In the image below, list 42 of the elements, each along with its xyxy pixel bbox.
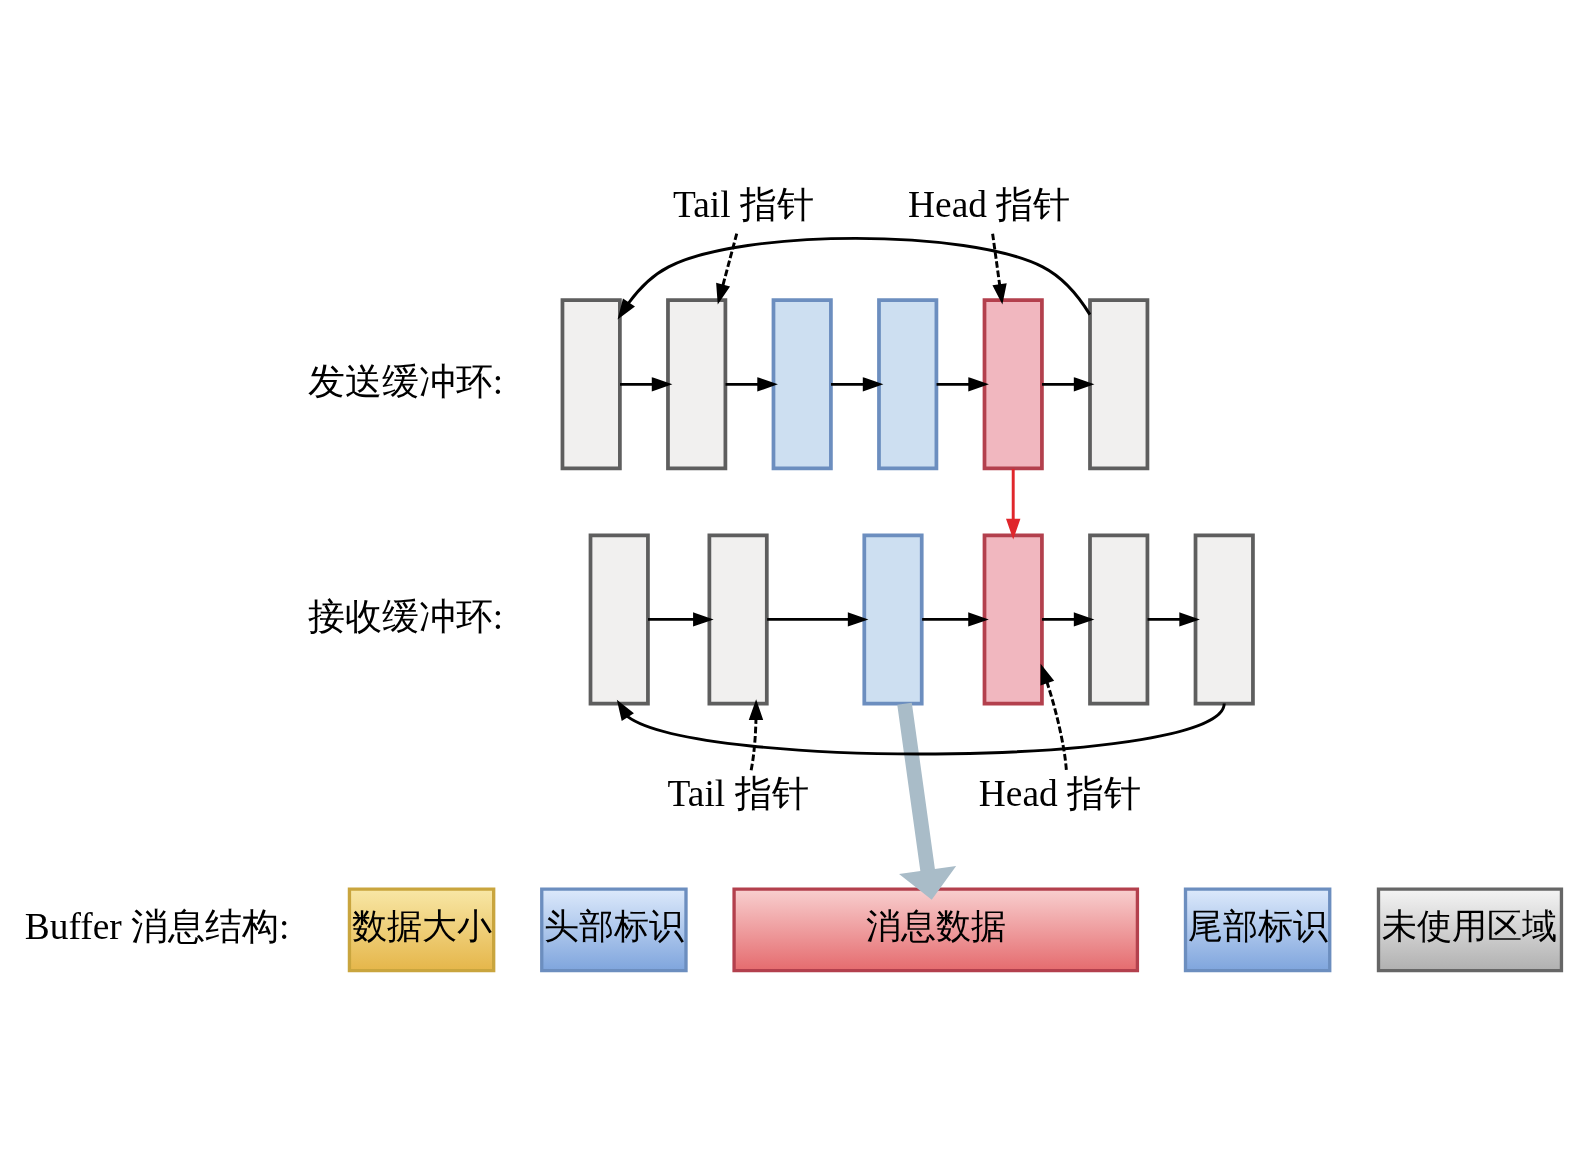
arrow: [767, 612, 869, 627]
node-box: [560, 298, 622, 471]
node-box: 消息数据: [732, 887, 1140, 973]
node-box: [707, 533, 769, 706]
arrow: [616, 699, 1226, 756]
node-box: [1088, 298, 1150, 471]
arrow: [1042, 377, 1095, 392]
node-box: 未使用区域: [1376, 887, 1564, 973]
label: 接收缓冲环:: [307, 595, 504, 637]
arrow: [991, 233, 1007, 305]
node-text: Tail 指针: [667, 772, 809, 814]
node-text: Head 指针: [978, 772, 1142, 814]
node-box: [1193, 533, 1255, 706]
arrow: [1147, 612, 1200, 627]
arrow: [1006, 468, 1021, 540]
node-text: Tail 指针: [672, 183, 814, 225]
arrow: [1042, 612, 1095, 627]
arrow: [1040, 663, 1068, 771]
node-box: [1088, 533, 1150, 706]
arrow: [648, 612, 714, 627]
arrow: [748, 699, 764, 771]
label: Buffer 消息结构:: [24, 906, 290, 948]
label: 发送缓冲环:: [307, 360, 504, 402]
arrow: [936, 377, 989, 392]
arrow: [897, 702, 957, 900]
node-text: Head 指针: [908, 183, 1071, 225]
arrow: [716, 233, 739, 305]
arrow: [922, 612, 989, 627]
arrow: [725, 377, 778, 392]
node-box: 数据大小: [347, 887, 496, 973]
node-box: [666, 298, 728, 471]
node-box: [862, 533, 924, 706]
node-box: [877, 298, 939, 471]
node-box: [588, 533, 650, 706]
arrow: [617, 236, 1092, 320]
node-box: [982, 298, 1044, 471]
node-box: 尾部标识: [1183, 887, 1332, 973]
node-box: [982, 533, 1044, 706]
node-box: 头部标识: [540, 887, 688, 973]
arrow: [831, 377, 884, 392]
node-box: [771, 298, 833, 471]
arrow: [620, 377, 673, 392]
